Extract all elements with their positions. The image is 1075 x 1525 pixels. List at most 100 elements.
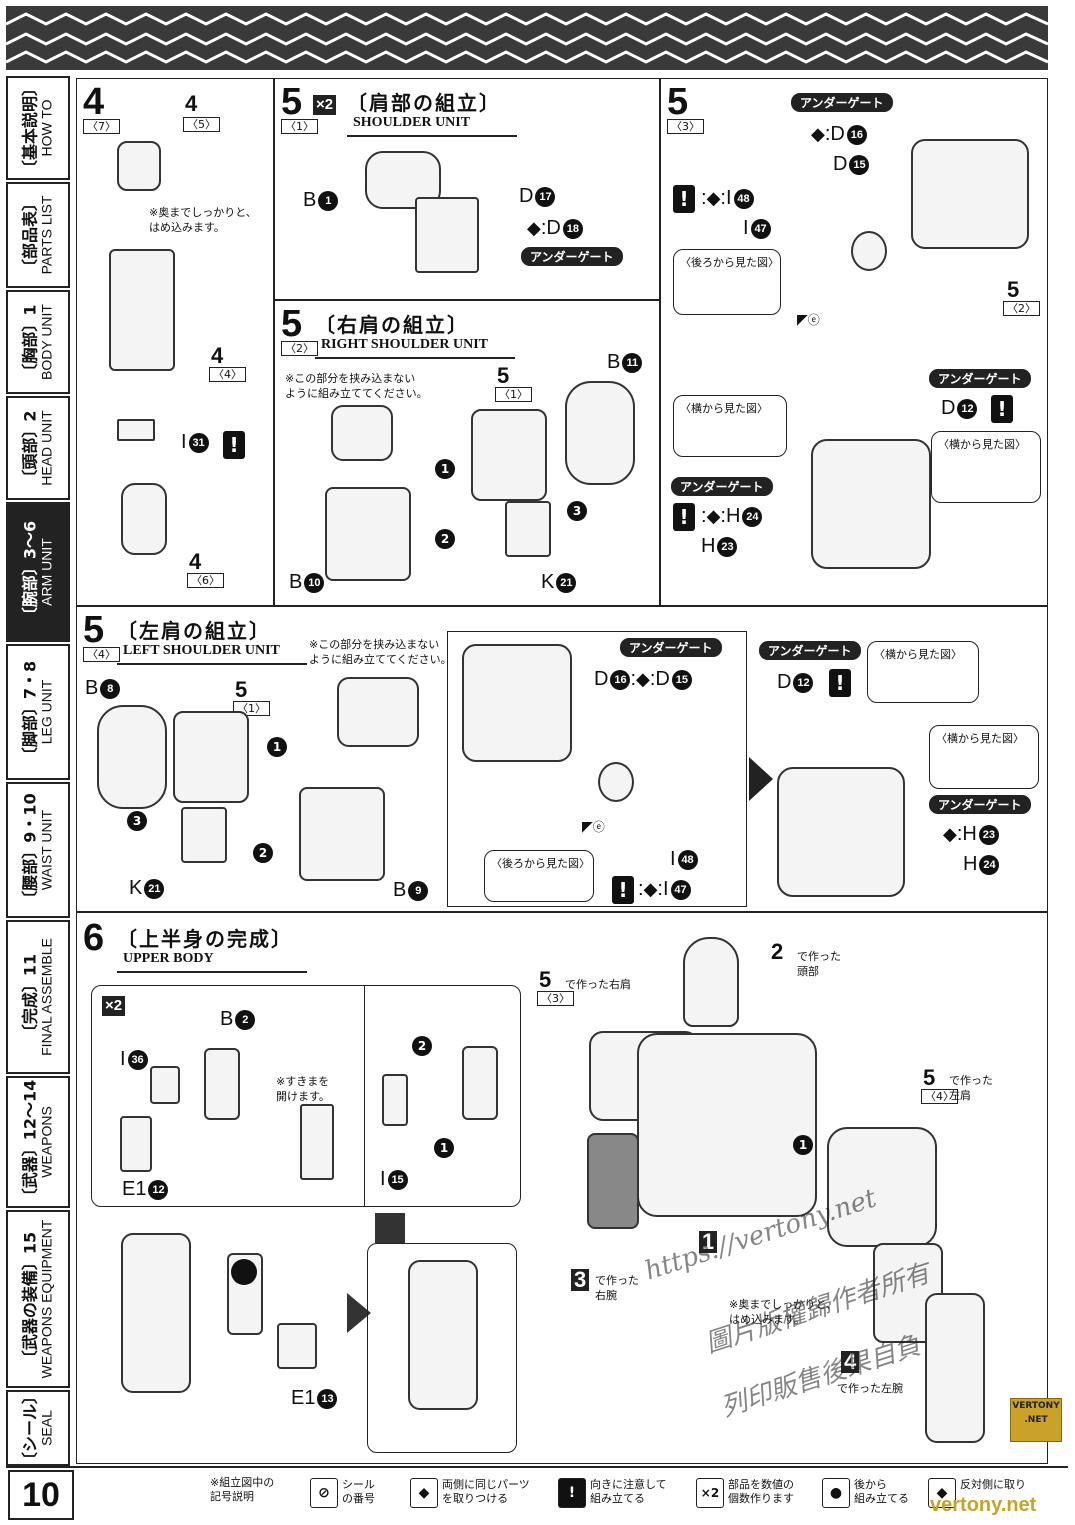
part-number: 36 xyxy=(127,1049,148,1070)
step-title-jp: 〔左肩の組立〕 xyxy=(117,619,271,643)
insert-note: ※奥までしっかりと、 はめ込みます。 xyxy=(149,206,257,234)
ref-step-number: 5 xyxy=(497,363,510,388)
k-plate-part xyxy=(181,807,227,863)
tab-seal[interactable]: 〔シール〕SEAL xyxy=(6,1390,70,1466)
part-number: 48 xyxy=(677,849,698,870)
tab-how-to[interactable]: 〔基本説明〕HOW TO xyxy=(6,76,70,180)
shoulder-armor-part xyxy=(365,151,441,209)
tab-label-jp: 〔武器の装備〕15 xyxy=(20,1231,40,1367)
part-letter: D xyxy=(833,153,848,175)
both-sides-icon: ◆ xyxy=(643,879,658,899)
step-subnumber: 〈1〉 xyxy=(281,119,318,134)
ref-step-subnumber: 〈4〉 xyxy=(921,1089,958,1104)
part-number: 10 xyxy=(304,572,325,593)
tab-label-jp: 〔武器〕12〜14 xyxy=(20,1079,40,1205)
tab-label-en: HEAD UNIT xyxy=(38,410,55,486)
sequence-marker: 1 xyxy=(267,737,287,757)
tab-label-en: FINAL ASSEMBLE xyxy=(38,938,55,1056)
inner-shell-part xyxy=(325,487,411,581)
e1-clip-part xyxy=(120,1116,152,1172)
part-number: 15 xyxy=(671,669,692,690)
legend-text: シール の番号 xyxy=(342,1478,375,1505)
step-number: 5 xyxy=(667,81,689,123)
caution-icon: ! xyxy=(558,1478,586,1508)
part-number: 17 xyxy=(535,186,556,207)
side-view-box: 〈横から見た図〉 xyxy=(867,641,979,703)
gap-note: ※すきまを 開けます。 xyxy=(276,1075,330,1103)
footer-brand-watermark: vertony.net xyxy=(930,1494,1037,1516)
tab-label-jp: 〔部品表〕 xyxy=(20,194,40,276)
tab-label-en: WAIST UNIT xyxy=(38,809,55,891)
rear-view-box: 〈後ろから見た図〉 xyxy=(673,249,781,315)
part-number: 16 xyxy=(610,669,631,690)
rear-view-box: 〈後ろから見た図〉 xyxy=(484,850,594,902)
caution-icon: ! xyxy=(829,669,851,697)
part-letter: I xyxy=(743,217,749,239)
part-number: 23 xyxy=(717,536,738,557)
part-letter: D xyxy=(777,671,792,693)
left-shoulder-part xyxy=(827,1127,937,1247)
ref-step-number: 4 xyxy=(189,549,202,574)
shoulder-assembly-part xyxy=(777,767,905,897)
torso-part xyxy=(637,1033,817,1217)
sequence-marker: 3 xyxy=(127,811,147,831)
sequence-marker: 2 xyxy=(435,529,455,549)
tab-label-jp: 〔完成〕11 xyxy=(20,953,40,1041)
shoulder-joint-disk xyxy=(598,762,634,802)
step-number: 5 xyxy=(281,81,303,123)
gap-detail-part xyxy=(300,1104,334,1180)
tab-label-jp: 〔脚部〕7・8 xyxy=(20,660,40,764)
part-number: 23 xyxy=(978,824,999,845)
next-step-arrow-icon xyxy=(749,757,773,801)
ref-step-number: 4 xyxy=(841,1351,860,1373)
part-letter: K xyxy=(541,571,555,593)
insert-note: ※奥までしっかりと、 はめ込みます。 xyxy=(729,1298,837,1326)
part-letter: D xyxy=(830,123,845,145)
ref-step-number: 1 xyxy=(699,1231,718,1253)
under-gate-badge: アンダーゲート xyxy=(671,477,773,496)
part-letter: E1 xyxy=(291,1387,316,1409)
under-gate-badge: アンダーゲート xyxy=(759,641,861,660)
part-number: 48 xyxy=(733,188,754,209)
ref-step-number: 2 xyxy=(771,939,784,964)
pinch-note: ※この部分を挟み込まない ように組み立ててください。 xyxy=(309,638,452,666)
part-letter: I xyxy=(662,878,669,900)
part-number: 21 xyxy=(144,878,165,899)
both-sides-icon: ◆ xyxy=(636,669,650,689)
head-part xyxy=(683,937,739,1027)
legend-text: 後から 組み立てる xyxy=(854,1478,909,1505)
step-5-2-panel: 5 〈2〉 〔右肩の組立〕 RIGHT SHOULDER UNIT ※この部分を… xyxy=(274,300,660,606)
tab-label-jp: 〔頭部〕2 xyxy=(20,410,40,486)
both-sides-icon: ◆ xyxy=(811,124,825,144)
assemble-later-icon xyxy=(231,1259,257,1285)
caution-icon: ! xyxy=(991,395,1013,423)
tab-label-en: HOW TO xyxy=(38,99,55,157)
hand-frame-part xyxy=(227,1253,263,1335)
right-shoulder-ref-text: で作った右肩 xyxy=(565,978,631,991)
step-subnumber: 〈2〉 xyxy=(281,341,318,356)
left-shoulder-ref-text: で作った 左肩 xyxy=(949,1074,993,1102)
legend-item-opposite-side: ◆反対側に取り xyxy=(928,1476,1048,1512)
part-number: 47 xyxy=(750,218,771,239)
both-sides-icon: ◆ xyxy=(706,188,721,208)
legend-bar xyxy=(6,1466,1068,1522)
seal-code: ⓔ xyxy=(807,313,820,327)
part-letter: H xyxy=(701,535,716,557)
part-number: 8 xyxy=(100,678,121,699)
tab-parts-list[interactable]: 〔部品表〕PARTS LIST xyxy=(6,182,70,288)
ref-step-number: 4 xyxy=(185,91,198,116)
part-letter: B xyxy=(303,189,317,211)
step-subnumber: 〈4〉 xyxy=(83,647,120,662)
title-underline xyxy=(117,971,307,973)
step-title-jp: 〔上半身の完成〕 xyxy=(117,927,293,951)
